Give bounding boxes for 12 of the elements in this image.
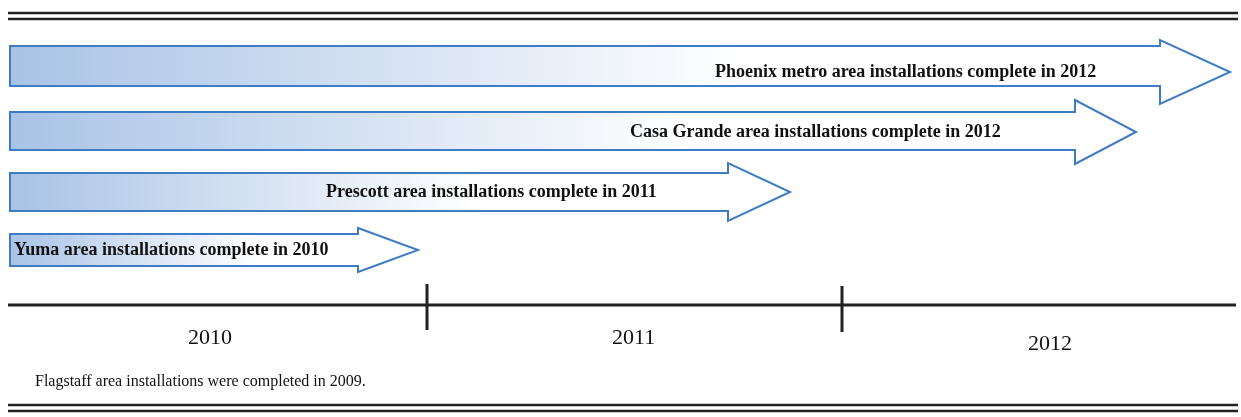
arrow-shape (10, 100, 1136, 164)
year-label: 2011 (612, 324, 656, 350)
arrow-shape (10, 163, 790, 221)
arrow-shape (10, 40, 1230, 104)
year-label: 2012 (1028, 330, 1072, 356)
footnote: Flagstaff area installations were completed in 2009. (35, 372, 366, 390)
arrow-shape (10, 228, 418, 272)
arrow-label: Prescott area installations complete in 2011 (326, 181, 657, 202)
arrow-label: Casa Grande area installations complete in 2012 (630, 121, 1001, 142)
arrow-label: Yuma area installations complete in 2010 (14, 239, 329, 260)
arrow-label: Phoenix metro area installations complete in 2012 (715, 61, 1097, 82)
year-label: 2010 (188, 324, 232, 350)
